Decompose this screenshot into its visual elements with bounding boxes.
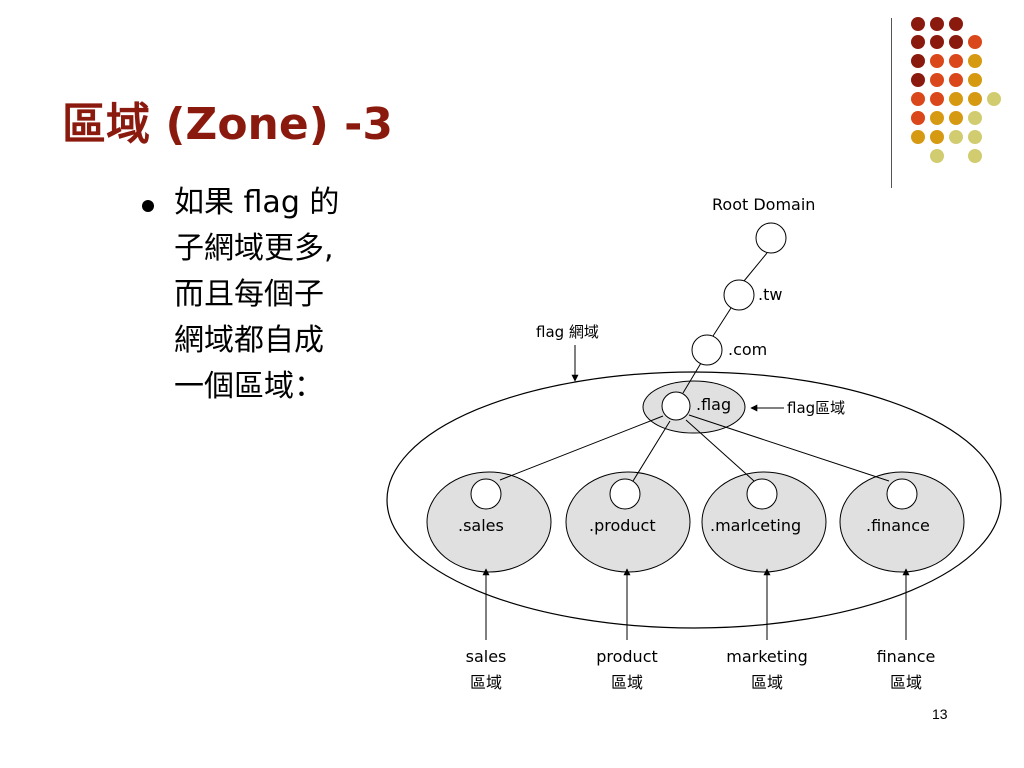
marketing-node bbox=[746, 478, 778, 510]
decoration-dot bbox=[930, 54, 944, 68]
divider-line bbox=[891, 18, 892, 188]
product-domain-label: .product bbox=[589, 516, 656, 535]
decoration-dot bbox=[968, 35, 982, 49]
slide-title: 區域 (Zone) -3 bbox=[62, 99, 394, 150]
decoration-dot bbox=[911, 92, 925, 106]
tw-node bbox=[723, 279, 755, 311]
marketing-zone-name: marketing bbox=[726, 647, 808, 666]
sales-zone-name: sales bbox=[466, 647, 507, 666]
decoration-dot bbox=[930, 111, 944, 125]
bullet-line: 而且每個子 bbox=[174, 277, 324, 312]
sales-domain-label: .sales bbox=[458, 516, 504, 535]
tw-label: .tw bbox=[758, 285, 782, 304]
product-zone-name: product bbox=[596, 647, 658, 666]
flag-node bbox=[661, 391, 691, 421]
decoration-dot bbox=[930, 92, 944, 106]
finance-zone-text: 區域 bbox=[890, 673, 922, 692]
flag-domain-ellipse bbox=[386, 371, 1002, 629]
decoration-dot bbox=[911, 35, 925, 49]
decoration-dot bbox=[949, 35, 963, 49]
decoration-dot bbox=[930, 35, 944, 49]
decoration-dot bbox=[949, 54, 963, 68]
decoration-dot bbox=[911, 130, 925, 144]
finance-zone-name: finance bbox=[877, 647, 936, 666]
decoration-dot bbox=[968, 111, 982, 125]
decoration-dot bbox=[949, 130, 963, 144]
decoration-dot bbox=[930, 149, 944, 163]
decoration-dot bbox=[911, 17, 925, 31]
decoration-dot bbox=[968, 73, 982, 87]
bullet-line: 網域都自成 bbox=[174, 323, 324, 358]
decoration-dot bbox=[968, 54, 982, 68]
decoration-dot bbox=[930, 130, 944, 144]
marketing-zone-text: 區域 bbox=[751, 673, 783, 692]
tree-edges bbox=[499, 252, 890, 482]
root-node bbox=[755, 222, 787, 254]
decoration-dot bbox=[968, 130, 982, 144]
decoration-dot bbox=[968, 149, 982, 163]
decoration-dot bbox=[987, 92, 1001, 106]
com-node bbox=[691, 334, 723, 366]
flag-label: .flag bbox=[696, 395, 731, 414]
decoration-dot bbox=[949, 17, 963, 31]
marketing-domain-label: .marlceting bbox=[710, 516, 801, 535]
product-node bbox=[609, 478, 641, 510]
flag-domain-label: flag 網域 bbox=[536, 323, 599, 341]
bullet-line: 如果 flag 的 bbox=[174, 185, 340, 220]
product-zone-text: 區域 bbox=[611, 673, 643, 692]
decoration-dot bbox=[911, 73, 925, 87]
sales-node bbox=[470, 478, 502, 510]
bullet-line: 一個區域： bbox=[174, 369, 324, 404]
decoration-dot bbox=[930, 17, 944, 31]
decoration-dot bbox=[968, 92, 982, 106]
page-number: 13 bbox=[932, 706, 948, 722]
bullet-icon bbox=[142, 200, 154, 212]
finance-node bbox=[886, 478, 918, 510]
decoration-dot bbox=[911, 54, 925, 68]
bullet-line: 子網域更多, bbox=[174, 231, 334, 266]
decoration-dot bbox=[949, 111, 963, 125]
finance-domain-label: .finance bbox=[866, 516, 930, 535]
flag-zone-label: flag區域 bbox=[787, 399, 845, 417]
finance-zone-ellipse bbox=[839, 471, 965, 573]
decoration-dot bbox=[911, 111, 925, 125]
sales-zone-text: 區域 bbox=[470, 673, 502, 692]
com-label: .com bbox=[728, 340, 767, 359]
root-domain-label: Root Domain bbox=[712, 195, 815, 214]
bullet-text: 如果 flag 的 子網域更多, 而且每個子 網域都自成 一個區域： bbox=[174, 180, 404, 410]
decoration-dot bbox=[949, 73, 963, 87]
decoration-dot bbox=[930, 73, 944, 87]
decoration-dot bbox=[949, 92, 963, 106]
